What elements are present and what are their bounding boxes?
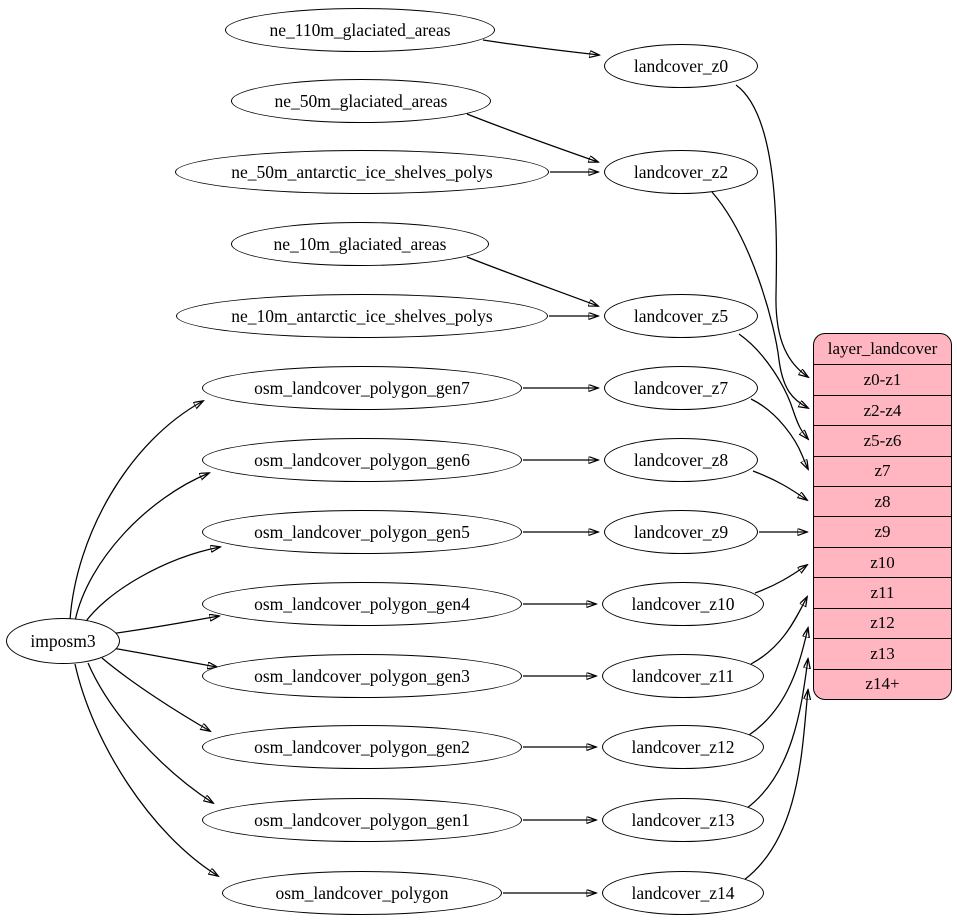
node-label: osm_landcover_polygon_gen2 — [254, 736, 470, 757]
record-row-z0-z1: z0-z1 — [814, 364, 951, 394]
node-label: landcover_z8 — [633, 449, 729, 470]
node-landcover-z12: landcover_z12 — [602, 725, 764, 769]
node-osm-landcover-polygon-gen2: osm_landcover_polygon_gen2 — [202, 725, 522, 769]
edge-imposm3-to-polygon — [74, 663, 218, 876]
record-row-z8: z8 — [814, 486, 951, 516]
edge-z5-to-row-z5-z6 — [738, 333, 808, 439]
edge-z13-to-row-z13 — [746, 659, 808, 809]
node-layer-landcover-record: layer_landcover z0-z1 z2-z4 z5-z6 z7 z8 … — [813, 333, 952, 700]
node-ne-110m-glaciated-areas: ne_110m_glaciated_areas — [225, 8, 495, 52]
node-landcover-z10: landcover_z10 — [602, 582, 764, 626]
record-row-z11: z11 — [814, 577, 951, 607]
node-label: landcover_z11 — [631, 665, 735, 686]
edge-imposm3-to-gen6 — [74, 473, 209, 622]
node-landcover-z7: landcover_z7 — [604, 366, 758, 410]
node-label: landcover_z12 — [631, 736, 735, 757]
edge-z0-to-row-z0-z1 — [735, 84, 808, 377]
edge-z11-to-row-z11 — [750, 597, 807, 665]
node-ne-10m-glaciated-areas: ne_10m_glaciated_areas — [231, 222, 489, 266]
node-landcover-z5: landcover_z5 — [604, 294, 758, 338]
node-label: ne_50m_antarctic_ice_shelves_polys — [231, 161, 493, 182]
node-label: osm_landcover_polygon — [275, 882, 449, 903]
node-ne-50m-antarctic-ice-shelves-polys: ne_50m_antarctic_ice_shelves_polys — [175, 150, 549, 194]
node-label: landcover_z9 — [633, 521, 729, 542]
edge-z14-to-row-z14plus — [743, 690, 808, 881]
record-row-z12: z12 — [814, 607, 951, 638]
node-label: ne_110m_glaciated_areas — [269, 19, 451, 40]
record-row-z14plus: z14+ — [814, 668, 951, 699]
node-landcover-z9: landcover_z9 — [604, 510, 758, 554]
node-osm-landcover-polygon-gen5: osm_landcover_polygon_gen5 — [202, 510, 522, 554]
node-landcover-z8: landcover_z8 — [604, 438, 758, 482]
edge-imposm3-to-gen2 — [101, 657, 210, 731]
node-osm-landcover-polygon: osm_landcover_polygon — [222, 871, 502, 915]
node-label: landcover_z2 — [633, 161, 729, 182]
record-row-z2-z4: z2-z4 — [814, 394, 951, 425]
node-imposm3-label: imposm3 — [30, 630, 96, 651]
node-label: osm_landcover_polygon_gen1 — [254, 809, 470, 830]
node-label: ne_10m_antarctic_ice_shelves_polys — [231, 305, 493, 326]
node-label: landcover_z13 — [631, 809, 735, 830]
node-ne-10m-antarctic-ice-shelves-polys: ne_10m_antarctic_ice_shelves_polys — [176, 294, 548, 338]
edge-ne10m-glaciated-to-z5 — [466, 256, 598, 306]
node-osm-landcover-polygon-gen6: osm_landcover_polygon_gen6 — [202, 438, 522, 482]
record-row-z10: z10 — [814, 546, 951, 577]
node-osm-landcover-polygon-gen3: osm_landcover_polygon_gen3 — [202, 654, 522, 698]
edge-z2-to-row-z2-z4 — [711, 191, 808, 408]
node-label: landcover_z10 — [631, 593, 735, 614]
node-landcover-z0: landcover_z0 — [604, 44, 758, 88]
node-landcover-z14: landcover_z14 — [602, 871, 764, 915]
node-osm-landcover-polygon-gen1: osm_landcover_polygon_gen1 — [202, 798, 522, 842]
edge-imposm3-to-gen7 — [69, 401, 203, 621]
node-label: osm_landcover_polygon_gen4 — [254, 593, 470, 614]
node-label: landcover_z14 — [631, 882, 735, 903]
node-landcover-z13: landcover_z13 — [602, 798, 764, 842]
node-label: landcover_z5 — [633, 305, 729, 326]
edge-ne110m-to-z0 — [482, 39, 599, 55]
edge-imposm3-to-gen1 — [87, 662, 213, 803]
node-label: landcover_z0 — [633, 55, 729, 76]
node-landcover-z2: landcover_z2 — [604, 150, 758, 194]
record-row-z13: z13 — [814, 638, 951, 668]
node-landcover-z11: landcover_z11 — [602, 654, 764, 698]
edge-imposm3-to-gen5 — [83, 547, 220, 625]
edge-z8-to-row-z8 — [752, 470, 807, 500]
record-row-z7: z7 — [814, 455, 951, 486]
record-row-z5-z6: z5-z6 — [814, 425, 951, 455]
node-osm-landcover-polygon-gen7: osm_landcover_polygon_gen7 — [202, 366, 522, 410]
node-label: osm_landcover_polygon_gen3 — [254, 665, 470, 686]
node-imposm3: imposm3 — [6, 618, 120, 664]
edge-ne50m-glaciated-to-z2 — [466, 113, 598, 162]
edge-imposm3-to-gen4 — [109, 616, 219, 635]
edge-imposm3-to-gen3 — [111, 647, 217, 667]
edge-z10-to-row-z10 — [754, 565, 807, 594]
node-label: osm_landcover_polygon_gen6 — [254, 449, 470, 470]
node-label: ne_10m_glaciated_areas — [273, 233, 447, 254]
node-osm-landcover-polygon-gen4: osm_landcover_polygon_gen4 — [202, 582, 522, 626]
node-label: osm_landcover_polygon_gen5 — [254, 521, 470, 542]
node-label: landcover_z7 — [633, 377, 729, 398]
record-row-z9: z9 — [814, 516, 951, 546]
record-title: layer_landcover — [827, 339, 938, 359]
edge-z7-to-row-z7 — [750, 398, 808, 469]
node-label: osm_landcover_polygon_gen7 — [254, 377, 470, 398]
node-ne-50m-glaciated-areas: ne_50m_glaciated_areas — [231, 79, 491, 123]
node-label: ne_50m_glaciated_areas — [274, 90, 448, 111]
edge-z12-to-row-z12 — [748, 628, 808, 736]
